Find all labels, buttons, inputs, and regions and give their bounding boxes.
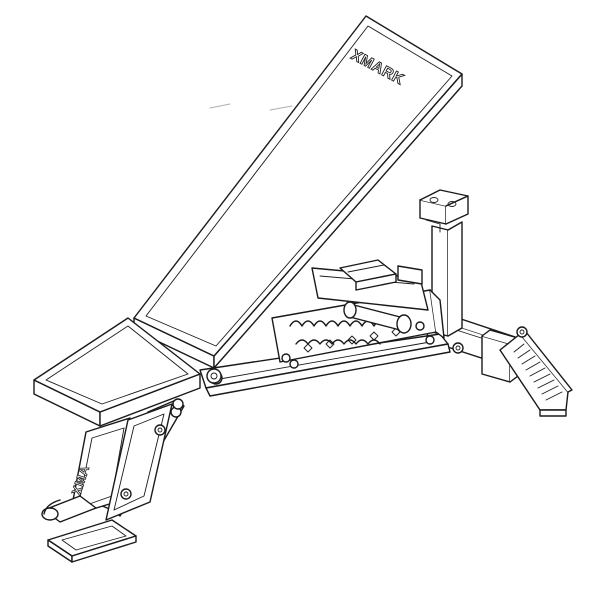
backrest-pad: XMARK (133, 15, 463, 369)
seat-hinge (172, 368, 222, 410)
frame-bolt-rear (452, 342, 464, 354)
front-leg-assembly: XMA (41, 399, 185, 563)
back-support-bracket (311, 259, 429, 334)
seat-pad (33, 317, 201, 427)
rear-stabilizer (425, 311, 573, 417)
rear-knob (516, 326, 528, 338)
